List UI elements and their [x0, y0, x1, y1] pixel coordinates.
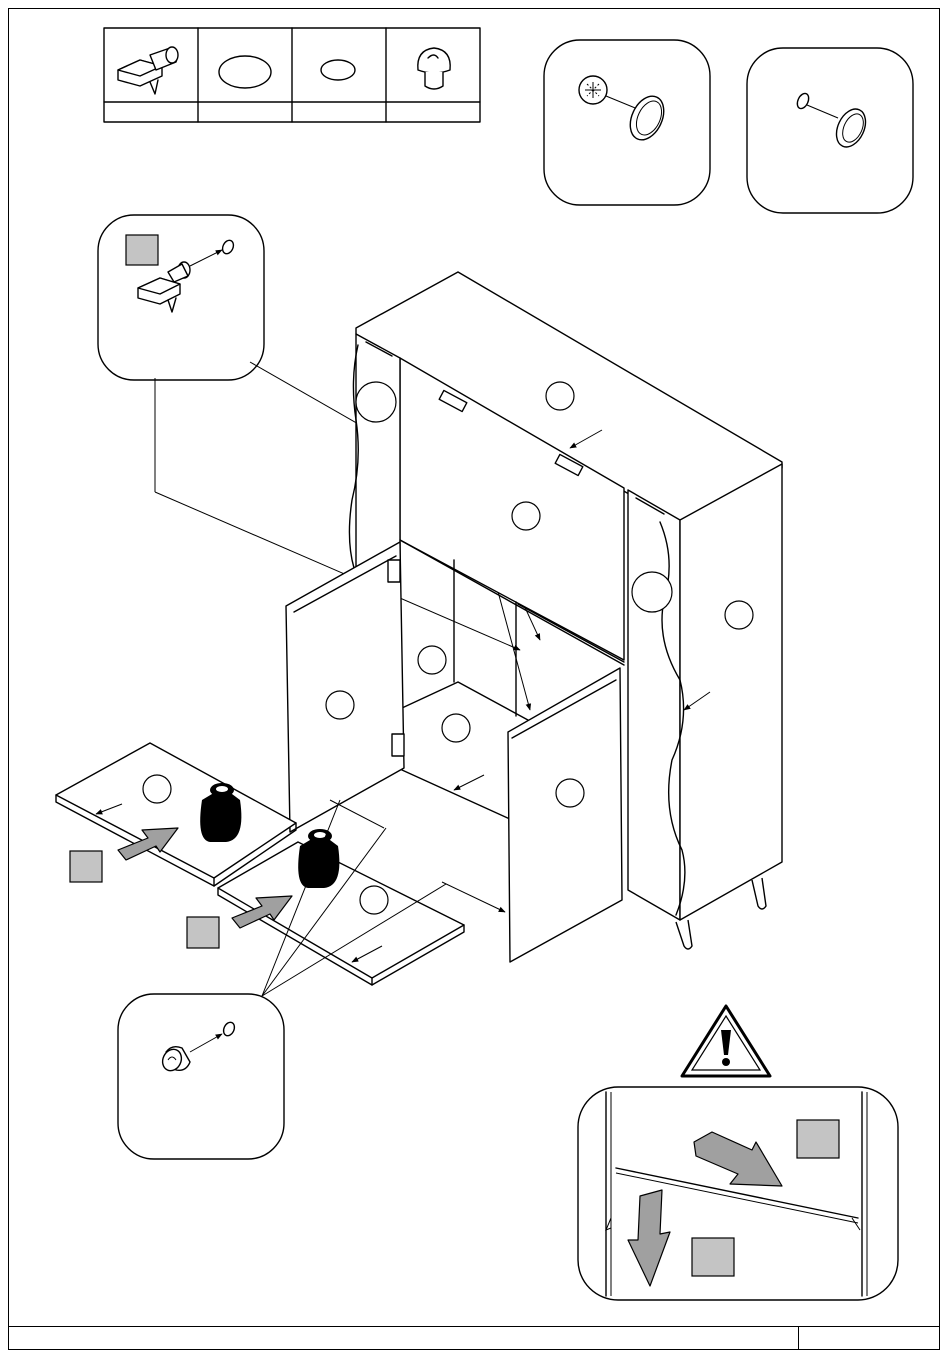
- shelf-support-pin-icon: [118, 47, 178, 94]
- small-cover-cap-icon: [321, 60, 355, 80]
- shelf-down-arrow-icon: [628, 1190, 670, 1286]
- footer-page-number-cell: [798, 1327, 941, 1349]
- step-marker: [797, 1120, 839, 1158]
- warning-icon: [682, 1006, 770, 1076]
- cabinet-assembly: [286, 272, 782, 962]
- large-cover-cap-icon: [219, 56, 271, 88]
- step-marker: [692, 1238, 734, 1276]
- mushroom-knob-icon: [418, 48, 450, 89]
- weight-icon: [298, 829, 339, 888]
- page-footer: [8, 1326, 940, 1350]
- hardware-table: [104, 28, 480, 122]
- step-marker: [126, 235, 158, 265]
- screw-cover-cap-detail: [544, 40, 710, 205]
- small-cap-detail: [747, 48, 913, 213]
- shelf-push-arrow-icon: [694, 1132, 782, 1186]
- warning-detail: [578, 1087, 898, 1300]
- step-marker: [70, 851, 102, 882]
- step-marker: [187, 917, 219, 948]
